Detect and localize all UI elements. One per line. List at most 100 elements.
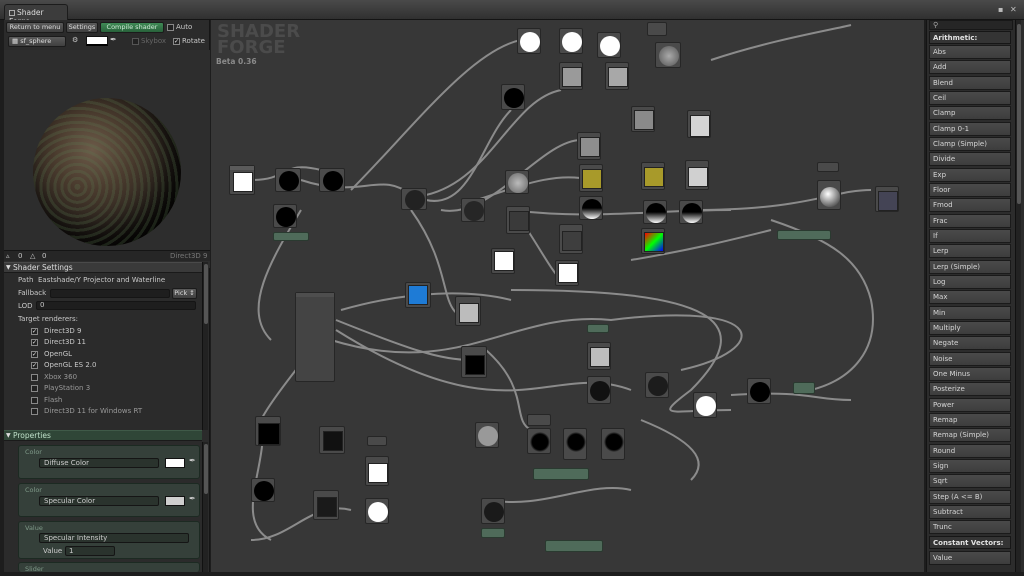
node[interactable]: [555, 260, 579, 286]
node[interactable]: [587, 342, 611, 370]
node[interactable]: [685, 160, 709, 190]
renderer-checkbox[interactable]: ✓: [31, 351, 38, 358]
property-specular-color[interactable]: Color Specular Color ✒: [18, 483, 200, 517]
property-name-field[interactable]: Diffuse Color: [39, 458, 159, 468]
node-item[interactable]: Remap: [929, 413, 1011, 427]
node[interactable]: [527, 428, 551, 454]
value-node[interactable]: [481, 528, 505, 538]
node-item[interactable]: If: [929, 229, 1011, 243]
renderer-checkbox[interactable]: ✓: [31, 328, 38, 335]
node[interactable]: [875, 186, 899, 212]
node[interactable]: [645, 372, 669, 398]
node[interactable]: [527, 414, 551, 426]
specular-color-swatch[interactable]: [165, 496, 185, 506]
rotate-checkbox[interactable]: ✓: [173, 38, 180, 45]
node[interactable]: [255, 416, 281, 446]
node[interactable]: [405, 282, 431, 308]
value-node[interactable]: [793, 382, 815, 394]
settings-button[interactable]: Settings: [66, 22, 98, 33]
value-field[interactable]: 1: [65, 546, 115, 556]
node-item[interactable]: Min: [929, 306, 1011, 320]
return-to-menu-button[interactable]: Return to menu: [6, 22, 64, 33]
node[interactable]: [401, 188, 427, 210]
node-item[interactable]: Noise: [929, 352, 1011, 366]
node[interactable]: [273, 204, 297, 228]
node[interactable]: [319, 426, 345, 454]
node[interactable]: [506, 206, 530, 234]
node[interactable]: [313, 490, 339, 520]
renderer-checkbox[interactable]: ✓: [31, 339, 38, 346]
value-node[interactable]: [587, 324, 609, 333]
renderer-checkbox[interactable]: ✓: [31, 362, 38, 369]
node-item[interactable]: Max: [929, 290, 1011, 304]
properties-header[interactable]: ▼Properties: [4, 430, 202, 441]
node-item[interactable]: Frac: [929, 214, 1011, 228]
fallback-field[interactable]: [50, 289, 170, 298]
node[interactable]: [517, 28, 541, 54]
node-list-scrollbar[interactable]: [1015, 20, 1021, 572]
node-item[interactable]: Ceil: [929, 91, 1011, 105]
node[interactable]: [655, 42, 681, 68]
node-item[interactable]: Power: [929, 398, 1011, 412]
menu-icon[interactable]: ▪: [998, 5, 1004, 14]
node-item[interactable]: Posterize: [929, 382, 1011, 396]
auto-checkbox[interactable]: [167, 24, 174, 31]
property-name-field[interactable]: Specular Intensity: [39, 533, 189, 543]
node[interactable]: [365, 456, 389, 486]
renderer-checkbox[interactable]: [31, 397, 38, 404]
node-item[interactable]: Subtract: [929, 505, 1011, 519]
node[interactable]: [251, 478, 275, 502]
node[interactable]: [817, 162, 839, 172]
diffuse-color-swatch[interactable]: [165, 458, 185, 468]
node[interactable]: [367, 436, 387, 446]
node-item[interactable]: Round: [929, 444, 1011, 458]
preview-viewport[interactable]: [4, 50, 210, 268]
node[interactable]: [559, 62, 583, 90]
main-output-node[interactable]: [295, 292, 335, 382]
color-picker-icon[interactable]: ✒: [189, 456, 196, 465]
node[interactable]: [587, 376, 611, 404]
node[interactable]: [577, 132, 601, 160]
node[interactable]: [455, 296, 481, 326]
node-item[interactable]: Exp: [929, 168, 1011, 182]
skybox-checkbox[interactable]: [132, 38, 139, 45]
pick-button[interactable]: Pick ↕: [172, 288, 197, 299]
node-item[interactable]: Trunc: [929, 520, 1011, 534]
node-item[interactable]: Abs: [929, 45, 1011, 59]
renderer-checkbox[interactable]: [31, 408, 38, 415]
scroll-thumb[interactable]: [1017, 24, 1021, 204]
node-item[interactable]: Clamp: [929, 106, 1011, 120]
node-item[interactable]: Value: [929, 551, 1011, 565]
node[interactable]: [501, 84, 525, 110]
node[interactable]: [559, 224, 583, 254]
shader-settings-header[interactable]: ▼Shader Settings: [4, 262, 202, 273]
node-item[interactable]: Clamp (Simple): [929, 137, 1011, 151]
preview-sphere[interactable]: [33, 98, 181, 246]
node-item[interactable]: Divide: [929, 152, 1011, 166]
node-item[interactable]: Blend: [929, 76, 1011, 90]
property-slider[interactable]: Slider: [18, 562, 200, 573]
node[interactable]: [365, 498, 389, 524]
node[interactable]: [641, 162, 665, 190]
window-tab[interactable]: Shader Forge: [4, 4, 68, 26]
node-item[interactable]: Add: [929, 60, 1011, 74]
node[interactable]: [647, 22, 667, 36]
property-diffuse-color[interactable]: Color Diffuse Color ✒: [18, 445, 200, 479]
node[interactable]: [641, 228, 665, 254]
node-item[interactable]: Remap (Simple): [929, 428, 1011, 442]
color-picker-icon[interactable]: ✒: [189, 494, 196, 503]
node[interactable]: [491, 248, 515, 274]
node-item[interactable]: Lerp: [929, 244, 1011, 258]
node[interactable]: [275, 168, 301, 192]
node[interactable]: [319, 168, 345, 192]
renderer-checkbox[interactable]: [31, 374, 38, 381]
node-item[interactable]: Sign: [929, 459, 1011, 473]
node[interactable]: [601, 428, 625, 460]
node[interactable]: [597, 32, 621, 58]
node-item[interactable]: Fmod: [929, 198, 1011, 212]
node[interactable]: [643, 200, 667, 224]
value-node[interactable]: [273, 232, 309, 241]
value-node[interactable]: [533, 468, 589, 480]
light-gear-icon[interactable]: ⚙: [72, 36, 79, 44]
node[interactable]: [559, 28, 583, 54]
